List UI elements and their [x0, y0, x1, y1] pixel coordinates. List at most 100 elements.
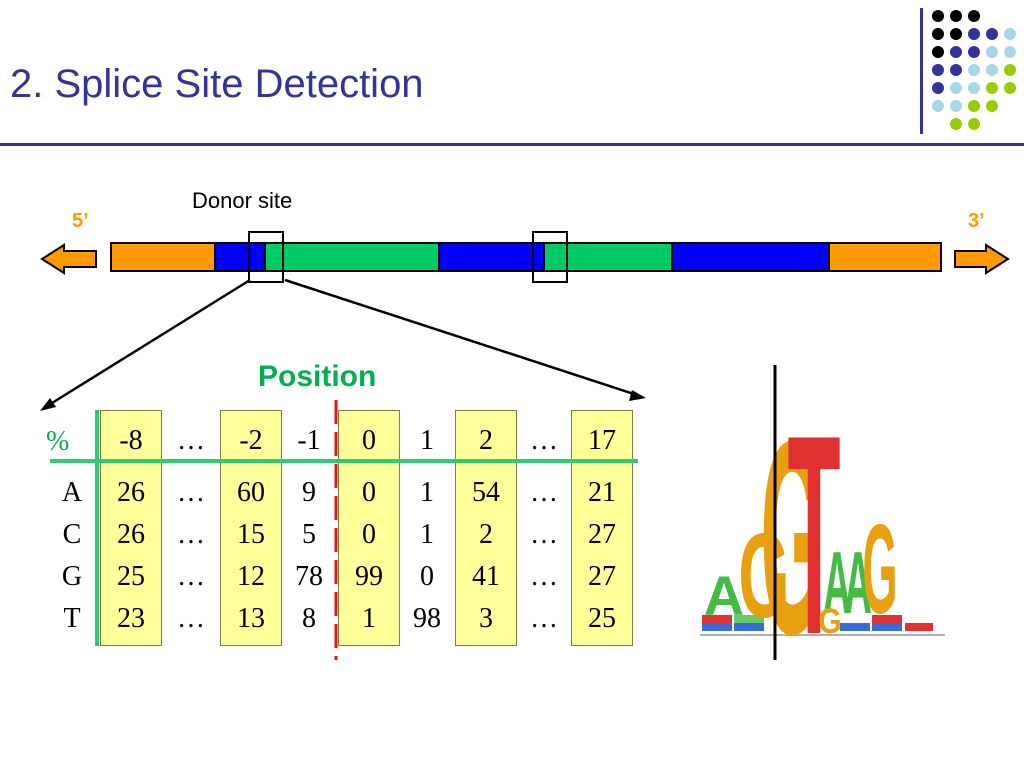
matrix-cell: … [177, 603, 205, 634]
matrix-cell: 2 [479, 519, 493, 550]
matrix-cell: 54 [472, 477, 500, 508]
sequence-segment [216, 244, 266, 270]
position-label: Position [258, 360, 377, 393]
highlight-col-minus2 [220, 410, 282, 646]
matrix-cell: 41 [472, 561, 500, 592]
sequence-segment [830, 244, 940, 270]
decor-dot [950, 118, 962, 130]
matrix-cell: … [530, 561, 558, 592]
decor-dot [968, 10, 980, 22]
matrix-cell: … [530, 603, 558, 634]
title-underline [0, 143, 1024, 146]
donor-site-box [248, 231, 284, 283]
matrix-cell: 78 [295, 561, 323, 592]
decor-dot [932, 82, 944, 94]
matrix-cell: 1 [420, 519, 434, 550]
matrix-cell: 0 [362, 477, 376, 508]
matrix-cell: 0 [362, 519, 376, 550]
highlight-col-2 [455, 410, 517, 646]
decor-dot [1004, 46, 1016, 58]
corner-divider [920, 8, 923, 134]
decor-dot [986, 28, 998, 40]
decor-dot [986, 100, 998, 112]
matrix-cell: 27 [588, 519, 616, 550]
logo-letter: A [704, 564, 744, 627]
decor-dot [986, 64, 998, 76]
decor-dot [968, 118, 980, 130]
matrix-cell: 8 [302, 603, 316, 634]
decor-dot [950, 10, 962, 22]
decor-dot [932, 46, 944, 58]
matrix-cell: … [177, 519, 205, 550]
matrix-cell: 1 [420, 477, 434, 508]
zoom-arrowhead-left-icon [40, 398, 56, 411]
decor-dot [1004, 28, 1016, 40]
decor-dot [986, 46, 998, 58]
decor-dot [968, 100, 980, 112]
logo-letter: G [760, 385, 823, 665]
highlight-col-minus8 [100, 410, 162, 646]
matrix-cell: … [530, 519, 558, 550]
matrix-cell: … [177, 477, 205, 508]
left-arrow-icon [40, 243, 97, 275]
sequence-segment [673, 244, 830, 270]
three-prime-label: 3’ [968, 210, 985, 232]
decor-dot [950, 82, 962, 94]
logo-letter: A [823, 535, 851, 632]
header-separator [50, 459, 638, 463]
decor-dot [950, 64, 962, 76]
row-label-a: A [61, 477, 83, 508]
col-header: … [530, 425, 558, 456]
sequence-segment [266, 244, 440, 270]
zoom-arrowhead-right-icon [629, 390, 646, 401]
decor-dot [932, 28, 944, 40]
percent-label: % [46, 426, 70, 457]
col-header: 1 [420, 425, 434, 456]
splice-site-box [532, 231, 568, 283]
decor-dot [950, 46, 962, 58]
decor-dot [968, 82, 980, 94]
col-header: 2 [479, 425, 493, 456]
sequence-segment [112, 244, 216, 270]
decor-dot [950, 28, 962, 40]
five-prime-label: 5’ [72, 210, 89, 232]
row-label-g: G [61, 561, 83, 592]
highlight-col-17 [571, 410, 633, 646]
right-arrow-icon [954, 243, 1010, 275]
matrix-cell: … [177, 561, 205, 592]
matrix-cell: 5 [302, 519, 316, 550]
matrix-cell: 13 [237, 603, 265, 634]
matrix-cell: 0 [420, 561, 434, 592]
zoom-line-right [284, 278, 641, 398]
matrix-cell: 27 [588, 561, 616, 592]
matrix-cell: 99 [355, 561, 383, 592]
sequence-logo: A G G T A A G G [700, 365, 945, 665]
col-header: -1 [297, 425, 321, 456]
matrix-cell: 26 [117, 519, 145, 550]
matrix-cell: 25 [117, 561, 145, 592]
decor-dot [968, 64, 980, 76]
row-label-t: T [63, 603, 81, 634]
matrix-cell: 9 [302, 477, 316, 508]
matrix-cell: … [530, 477, 558, 508]
zoom-line-left [43, 278, 251, 410]
col-header: -2 [239, 425, 263, 456]
matrix-cell: 21 [588, 477, 616, 508]
decor-dot [932, 100, 944, 112]
col-header: … [177, 425, 205, 456]
logo-letter: G [863, 498, 898, 641]
row-label-c: C [62, 519, 82, 550]
decor-dot [1004, 64, 1016, 76]
logo-letter: T [787, 376, 840, 665]
matrix-cell: 23 [117, 603, 145, 634]
col-header: -8 [119, 425, 143, 456]
row-label-separator [95, 410, 99, 646]
decor-dot [986, 82, 998, 94]
col-header: 0 [362, 425, 376, 456]
logo-letter: G [818, 601, 841, 641]
decor-dot [968, 28, 980, 40]
decor-dot [1004, 82, 1016, 94]
col-header: 17 [588, 425, 616, 456]
